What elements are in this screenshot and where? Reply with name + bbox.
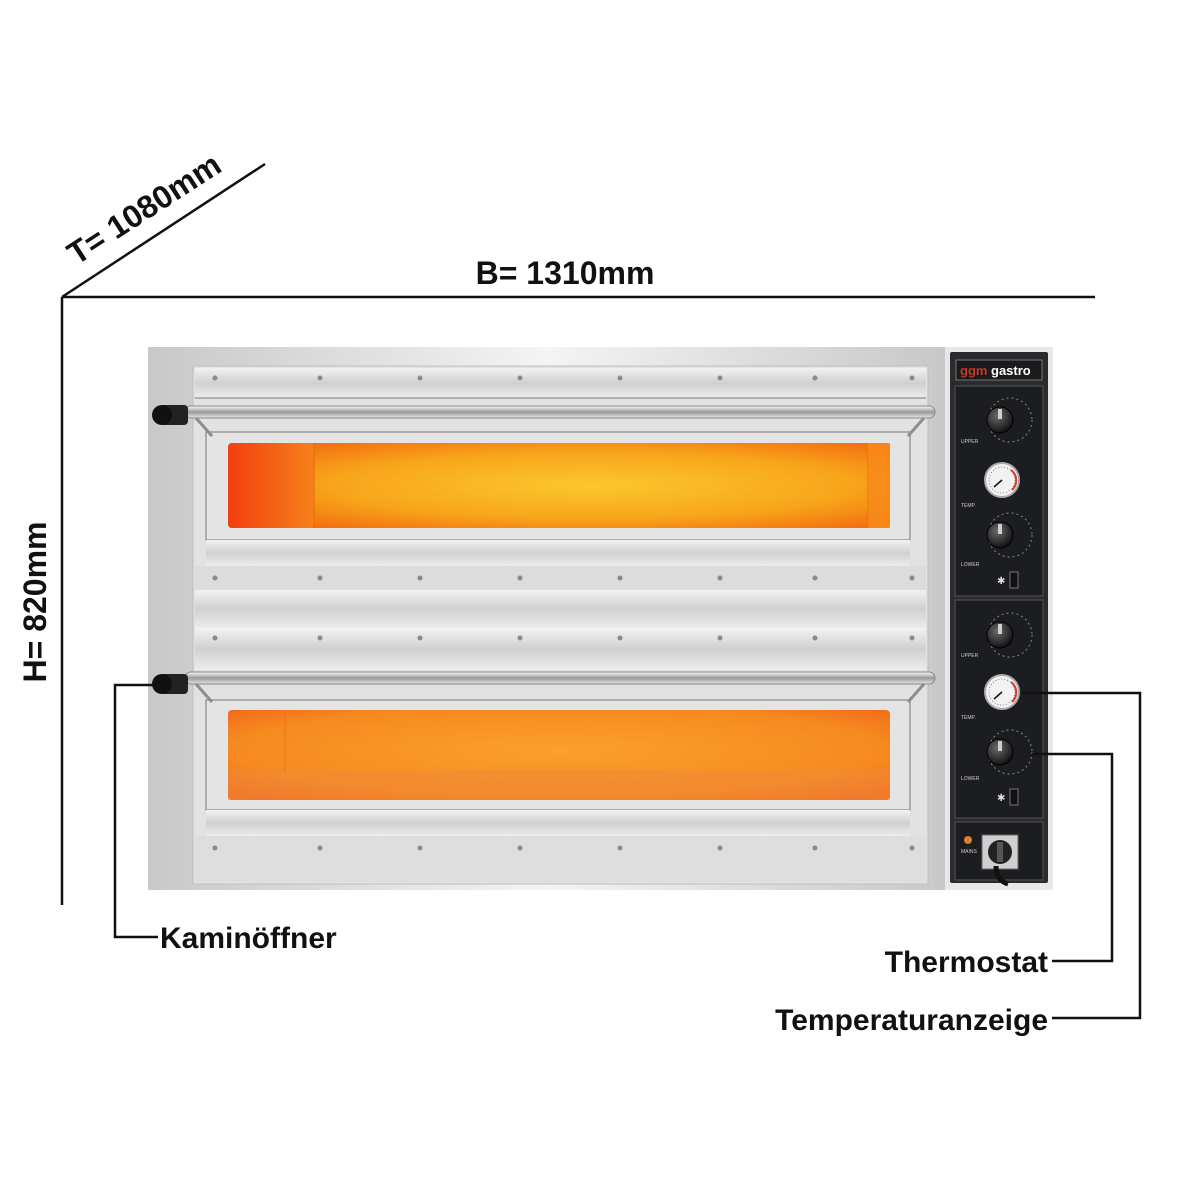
upper-lower-label: LOWER: [961, 562, 980, 568]
knob-icon: [986, 738, 1014, 766]
lower-bottom-heat-knob[interactable]: [986, 729, 1033, 775]
upper-bottom-heat-knob[interactable]: [986, 512, 1033, 558]
main-power-switch[interactable]: [981, 834, 1019, 870]
knob-icon: [986, 621, 1014, 649]
chimney-opener-callout: Kaminöffner: [160, 922, 337, 955]
upper-light-bulb-icon: ✱: [997, 576, 1005, 587]
lower-lower-label: LOWER: [961, 776, 980, 782]
lower-light-bulb-icon: ✱: [997, 793, 1005, 804]
height-label: H= 820mm: [17, 522, 53, 683]
knob-icon: [986, 521, 1014, 549]
power-indicator-lamp-icon: [964, 836, 972, 844]
upper-chimney-opener-icon: [152, 405, 188, 425]
lower-deck: [152, 628, 936, 882]
oven: [148, 347, 945, 890]
callout-lines: [113, 683, 1142, 1020]
lower-upper-label: UPPER: [961, 653, 979, 659]
upper-handle-rail: [184, 405, 936, 419]
upper-top-heat-knob[interactable]: [986, 397, 1033, 443]
upper-temp-label: TEMP.: [961, 503, 976, 509]
lower-handle-rail: [184, 671, 936, 685]
upper-deck: [152, 368, 936, 628]
lower-top-heat-knob[interactable]: [986, 612, 1033, 658]
brand-badge: [955, 359, 1043, 381]
temperature-display-callout: Temperaturanzeige: [775, 1004, 1048, 1037]
lower-toggle-switch-icon[interactable]: [1009, 788, 1019, 806]
dimension-lines: [60, 162, 1095, 905]
power-label: MAINS: [961, 849, 978, 855]
knob-icon: [986, 406, 1014, 434]
rivets: [212, 375, 915, 851]
upper-label: UPPER: [961, 439, 979, 445]
depth-label: T= 1080mm: [61, 146, 228, 272]
lower-temperature-gauge: [984, 674, 1020, 710]
power-cable: [993, 865, 1009, 887]
brand-prefix: ggm: [960, 363, 987, 378]
lower-temp-label: TEMP.: [961, 715, 976, 721]
lower-chimney-opener-icon: [152, 674, 188, 694]
brand-name: gastro: [991, 363, 1031, 378]
width-label: B= 1310mm: [476, 255, 655, 291]
upper-temperature-gauge: [984, 462, 1020, 498]
control-panel: ggm gastro UPPER TEMP. LOWER ✱: [945, 347, 1053, 890]
thermostat-callout: Thermostat: [885, 946, 1048, 979]
upper-deck-window: [228, 443, 890, 528]
upper-toggle-switch-icon[interactable]: [1009, 571, 1019, 589]
